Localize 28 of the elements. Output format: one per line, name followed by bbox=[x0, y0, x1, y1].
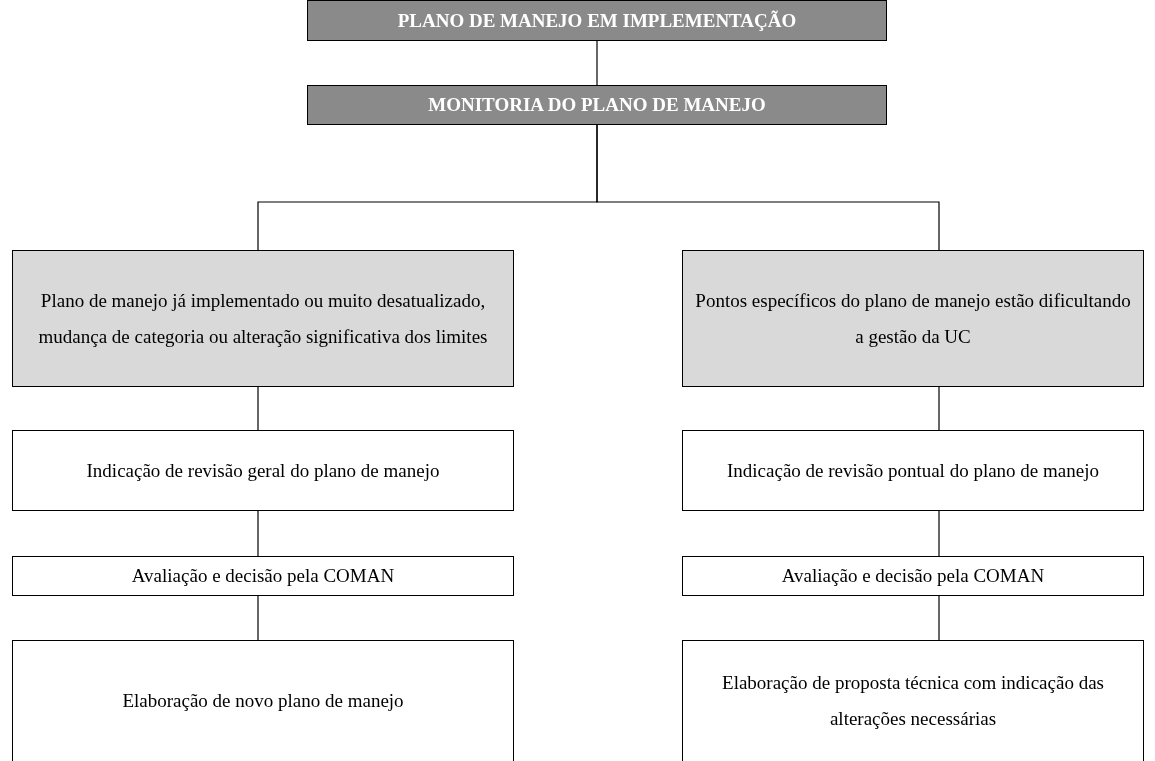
process-box bbox=[682, 640, 1144, 761]
connector-line bbox=[257, 386, 259, 431]
process-box bbox=[12, 430, 514, 511]
connector-line bbox=[257, 595, 259, 641]
connector-line bbox=[257, 510, 259, 557]
process-box bbox=[12, 250, 514, 387]
box-text: Indicação de revisão geral do plano de manejo bbox=[85, 458, 441, 483]
box-text: Elaboração de novo plano de manejo bbox=[121, 689, 405, 713]
box-text: Avaliação e decisão pela COMAN bbox=[780, 564, 1046, 588]
box-text: Elaboração de proposta técnica com indicação das alterações necessárias bbox=[721, 671, 1105, 731]
header-box bbox=[307, 85, 887, 125]
connector-line bbox=[596, 40, 598, 86]
process-box bbox=[12, 556, 514, 596]
connector-line bbox=[938, 595, 940, 641]
process-box bbox=[682, 250, 1144, 387]
header-box bbox=[307, 0, 887, 41]
process-box bbox=[682, 430, 1144, 511]
process-box bbox=[12, 640, 514, 761]
box-text: Pontos específicos do plano de manejo estão dificultando a gestão da UC bbox=[694, 288, 1132, 349]
connector-line bbox=[938, 386, 940, 431]
process-box bbox=[682, 556, 1144, 596]
box-text: Avaliação e decisão pela COMAN bbox=[130, 564, 396, 588]
box-text: PLANO DE MANEJO EM IMPLEMENTAÇÃO bbox=[396, 9, 798, 32]
connector-line bbox=[938, 510, 940, 557]
box-text: Indicação de revisão pontual do plano de manejo bbox=[726, 458, 1100, 483]
box-text: MONITORIA DO PLANO DE MANEJO bbox=[427, 94, 767, 116]
connector-line bbox=[596, 124, 940, 251]
box-text: Plano de manejo já implementado ou muito desatualizado, mudança de categoria ou alteração significativa dos limites bbox=[37, 288, 489, 349]
